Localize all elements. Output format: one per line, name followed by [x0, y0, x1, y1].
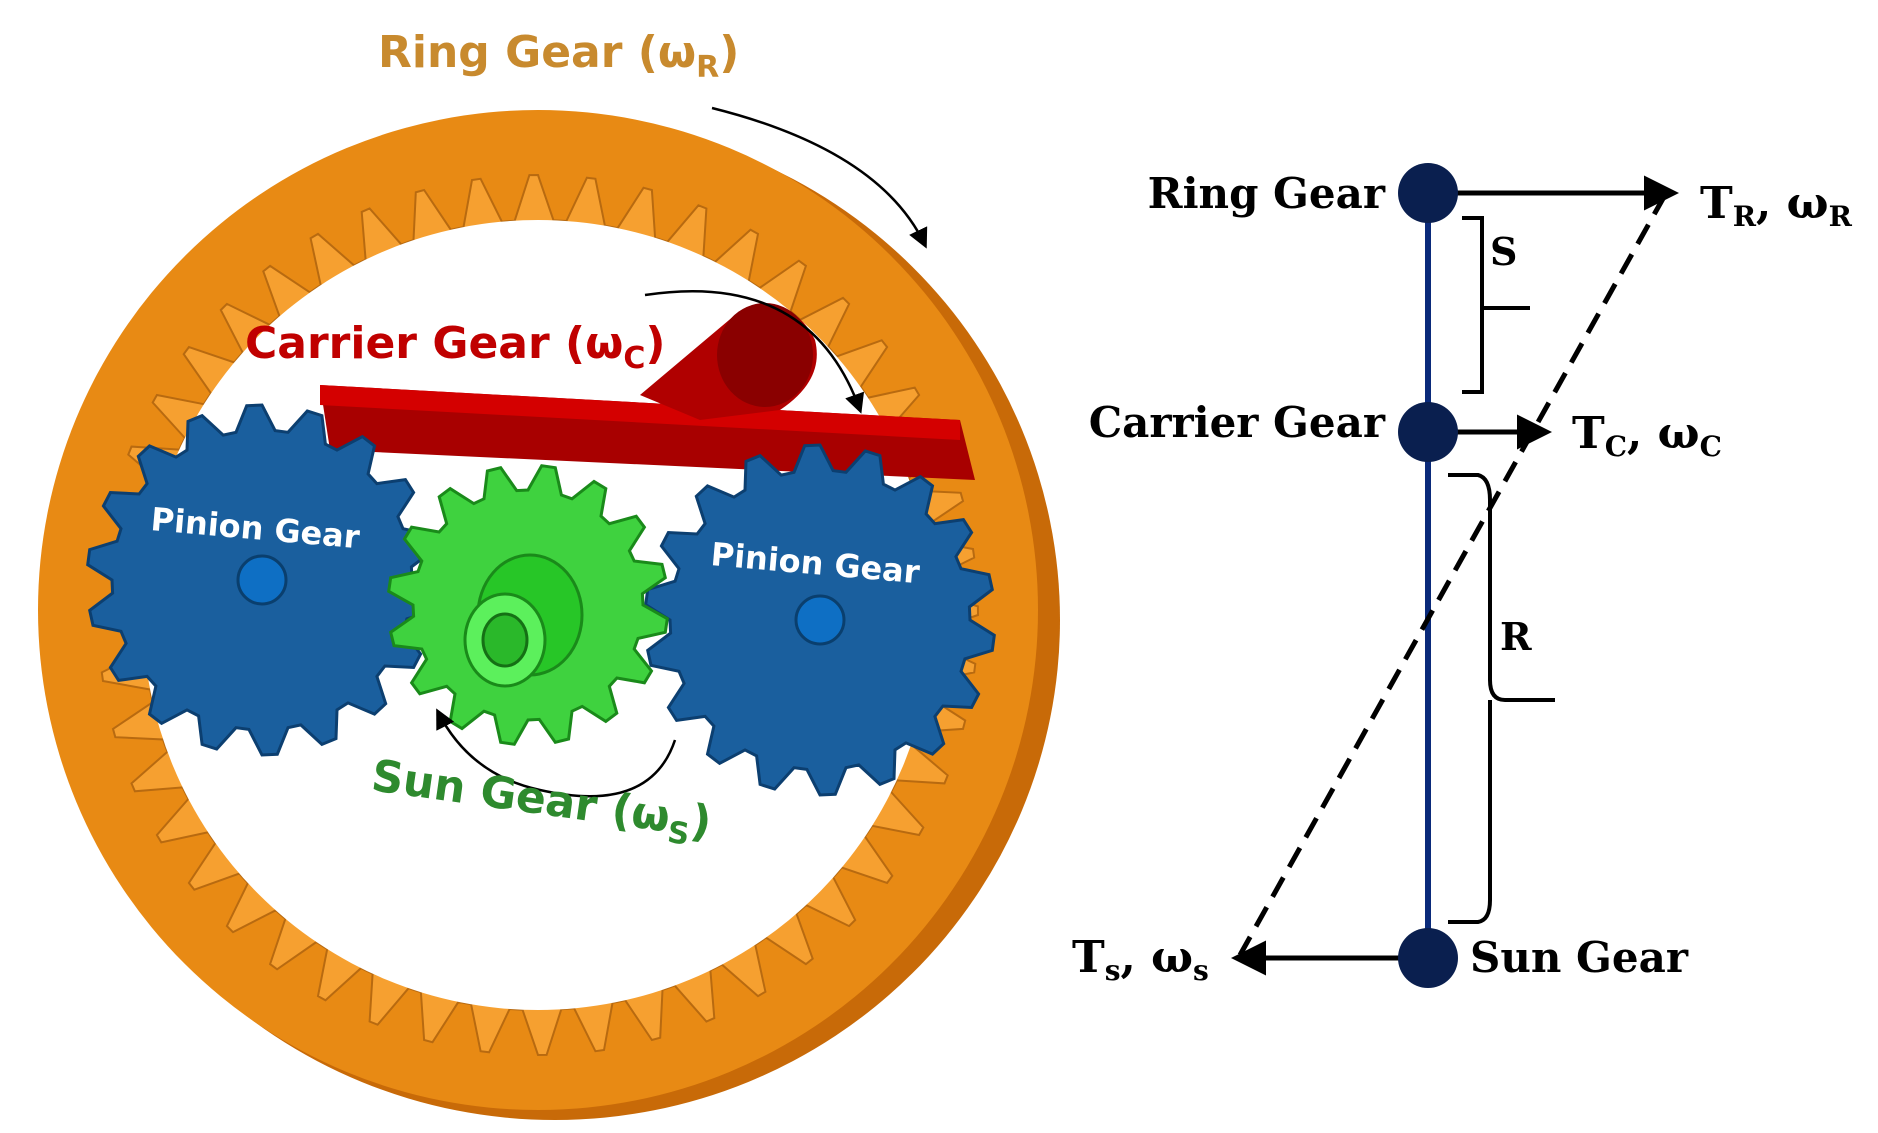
- ring-node: [1398, 163, 1458, 223]
- bracket-r-label: R: [1500, 614, 1532, 659]
- ring-rotation-arrow: [711, 106, 928, 249]
- sun-torque-label: Ts, ωs: [1072, 932, 1209, 987]
- carrier-node-label: Carrier Gear: [1089, 398, 1386, 447]
- ring-torque-label: TR, ωR: [1700, 178, 1853, 233]
- speed-line: [1237, 193, 1668, 957]
- pinion-gear-left: [86, 403, 438, 757]
- ring-node-label: Ring Gear: [1148, 169, 1386, 218]
- gear-model: Ring Gear (ωR) Carrier Gear (ωC) Sun Gea…: [38, 27, 1060, 1120]
- carrier-torque-label: TC, ωC: [1572, 408, 1722, 463]
- bracket-s-label: S: [1490, 229, 1517, 274]
- ring-gear-label: Ring Gear (ωR): [378, 27, 739, 85]
- pinion-gear-right: [644, 443, 996, 797]
- sun-node-label: Sun Gear: [1470, 933, 1689, 982]
- bracket-r: [1448, 473, 1555, 924]
- sun-rotation-arrow: [436, 708, 677, 798]
- carrier-gear-label: Carrier Gear (ωC): [245, 318, 665, 376]
- carrier-rotation-arrow: [644, 290, 865, 414]
- sun-gear: [387, 464, 669, 746]
- lever-diagram: S R Ring Gear Carrier Gear Sun Gear TR, …: [1072, 163, 1853, 988]
- bracket-s: [1462, 216, 1530, 394]
- sun-node: [1398, 928, 1458, 988]
- carrier-node: [1398, 402, 1458, 462]
